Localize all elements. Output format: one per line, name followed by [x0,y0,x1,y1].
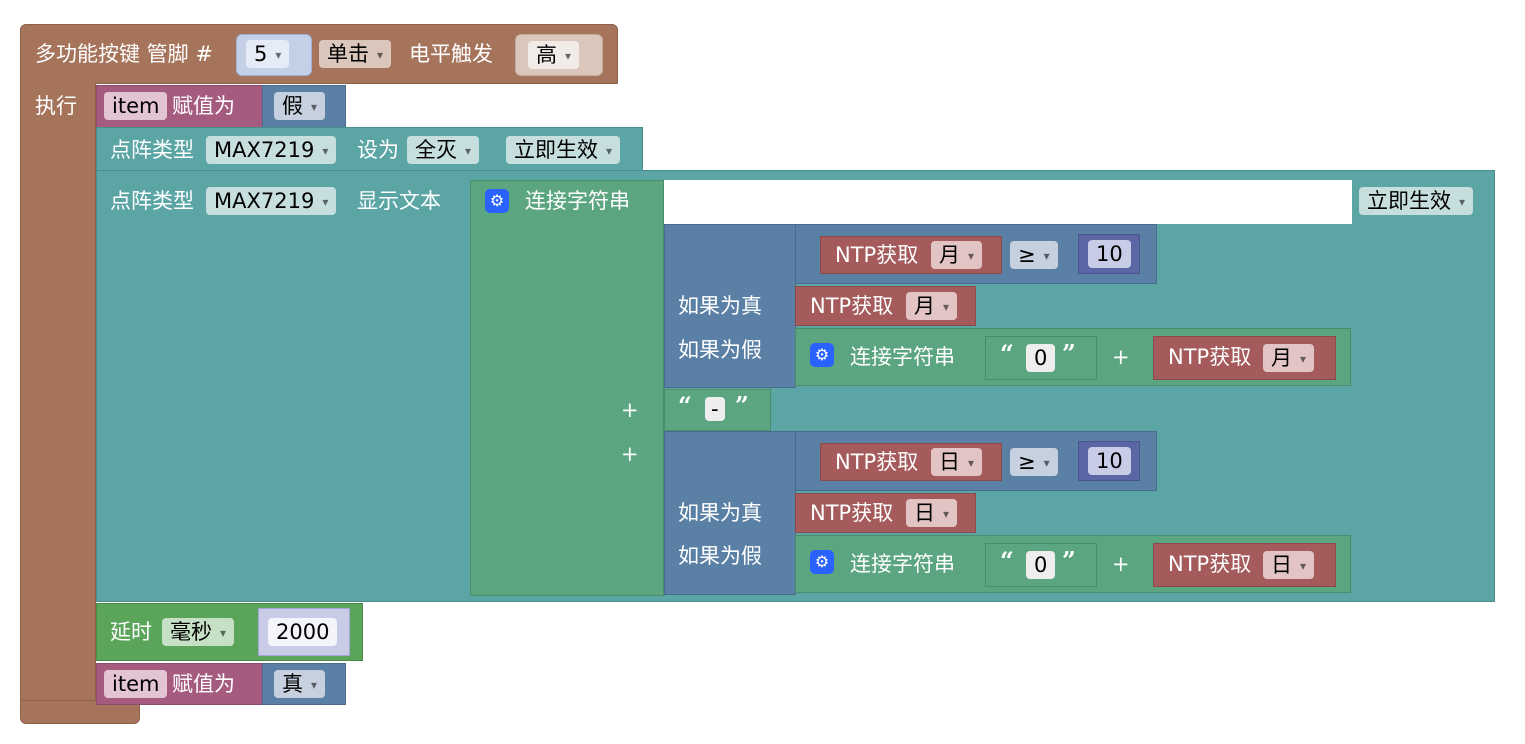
join-plus-1: + [621,398,639,422]
month-false-unit-dropdown[interactable]: 月 [1263,344,1315,372]
month-true-unit-dropdown[interactable]: 月 [906,292,958,320]
matrix-type-label-2: 点阵类型 [110,189,194,213]
hat-block-body [20,83,96,703]
month-true-label: 如果为真 [678,294,762,318]
separator-field[interactable]: - [705,397,725,421]
day-false-plus: + [1112,552,1130,576]
join-string-block[interactable] [470,180,664,596]
matrix-mode-dropdown[interactable]: 全灭 [407,136,480,164]
delay-number-field[interactable]: 2000 [268,618,338,646]
variable-item-field-2[interactable]: item [104,670,168,698]
day-false-gear-icon[interactable]: ⚙ [810,550,834,574]
day-true-ntp-label: NTP获取 [810,501,894,525]
gear-icon[interactable]: ⚙ [485,189,509,213]
level-trigger-label: 电平触发 [409,42,493,66]
assign-label: 赋值为 [172,94,235,118]
variable-item-field[interactable]: item [104,92,168,120]
month-false-gear-icon[interactable]: ⚙ [810,343,834,367]
day-ternary-block[interactable] [664,431,796,595]
month-close-quote-icon: ” [1062,339,1076,368]
month-false-ntp-label: NTP获取 [1168,345,1252,369]
matrix-type-dropdown-2[interactable]: MAX7219 [206,187,337,215]
matrix-type-label-1: 点阵类型 [110,138,194,162]
delay-unit-dropdown[interactable]: 毫秒 [162,618,235,646]
month-zero-field[interactable]: 0 [1026,344,1056,372]
day-true-unit-dropdown[interactable]: 日 [906,499,958,527]
join-string-label: 连接字符串 [525,189,630,213]
level-dropdown[interactable]: 高 [528,41,580,69]
boolean-dropdown[interactable]: 假 [274,92,326,120]
matrix-type-dropdown-1[interactable]: MAX7219 [206,136,337,164]
join-plus-2: + [621,442,639,466]
day-false-label: 如果为假 [678,544,762,568]
matrix-text-inner-white [662,180,1352,224]
boolean-dropdown-2[interactable]: 真 [274,670,326,698]
delay-label: 延时 [110,620,152,644]
month-number-field[interactable]: 10 [1088,240,1131,268]
day-operator-dropdown[interactable]: ≥ [1010,448,1058,476]
exec-label: 执行 [35,94,77,118]
day-cond-unit-dropdown[interactable]: 日 [931,448,983,476]
click-mode-dropdown[interactable]: 单击 [319,40,392,68]
effect-dropdown-2[interactable]: 立即生效 [1359,187,1474,215]
month-false-plus: + [1112,345,1130,369]
day-number-field[interactable]: 10 [1088,447,1131,475]
day-zero-field[interactable]: 0 [1026,551,1056,579]
separator-close-quote-icon: ” [735,391,749,420]
day-close-quote-icon: ” [1062,546,1076,575]
month-ternary-block[interactable] [664,224,796,388]
month-operator-dropdown[interactable]: ≥ [1010,241,1058,269]
day-true-label: 如果为真 [678,501,762,525]
assign-label-2: 赋值为 [172,672,235,696]
month-false-join-label: 连接字符串 [850,345,955,369]
month-cond-ntp-label: NTP获取 [835,243,919,267]
day-false-join-label: 连接字符串 [850,552,955,576]
month-cond-unit-dropdown[interactable]: 月 [931,241,983,269]
effect-dropdown-1[interactable]: 立即生效 [506,136,621,164]
separator-open-quote-icon: “ [678,391,692,420]
month-false-label: 如果为假 [678,338,762,362]
show-text-label: 显示文本 [357,189,441,213]
hat-title: 多功能按键 管脚 # [35,42,213,66]
day-false-unit-dropdown[interactable]: 日 [1263,551,1315,579]
pin-dropdown[interactable]: 5 [246,40,290,68]
month-open-quote-icon: “ [1000,339,1014,368]
month-true-ntp-label: NTP获取 [810,294,894,318]
set-to-label: 设为 [357,138,399,162]
day-false-ntp-label: NTP获取 [1168,552,1252,576]
month-zero-text-block[interactable] [985,336,1097,380]
day-cond-ntp-label: NTP获取 [835,450,919,474]
day-open-quote-icon: “ [1000,546,1014,575]
